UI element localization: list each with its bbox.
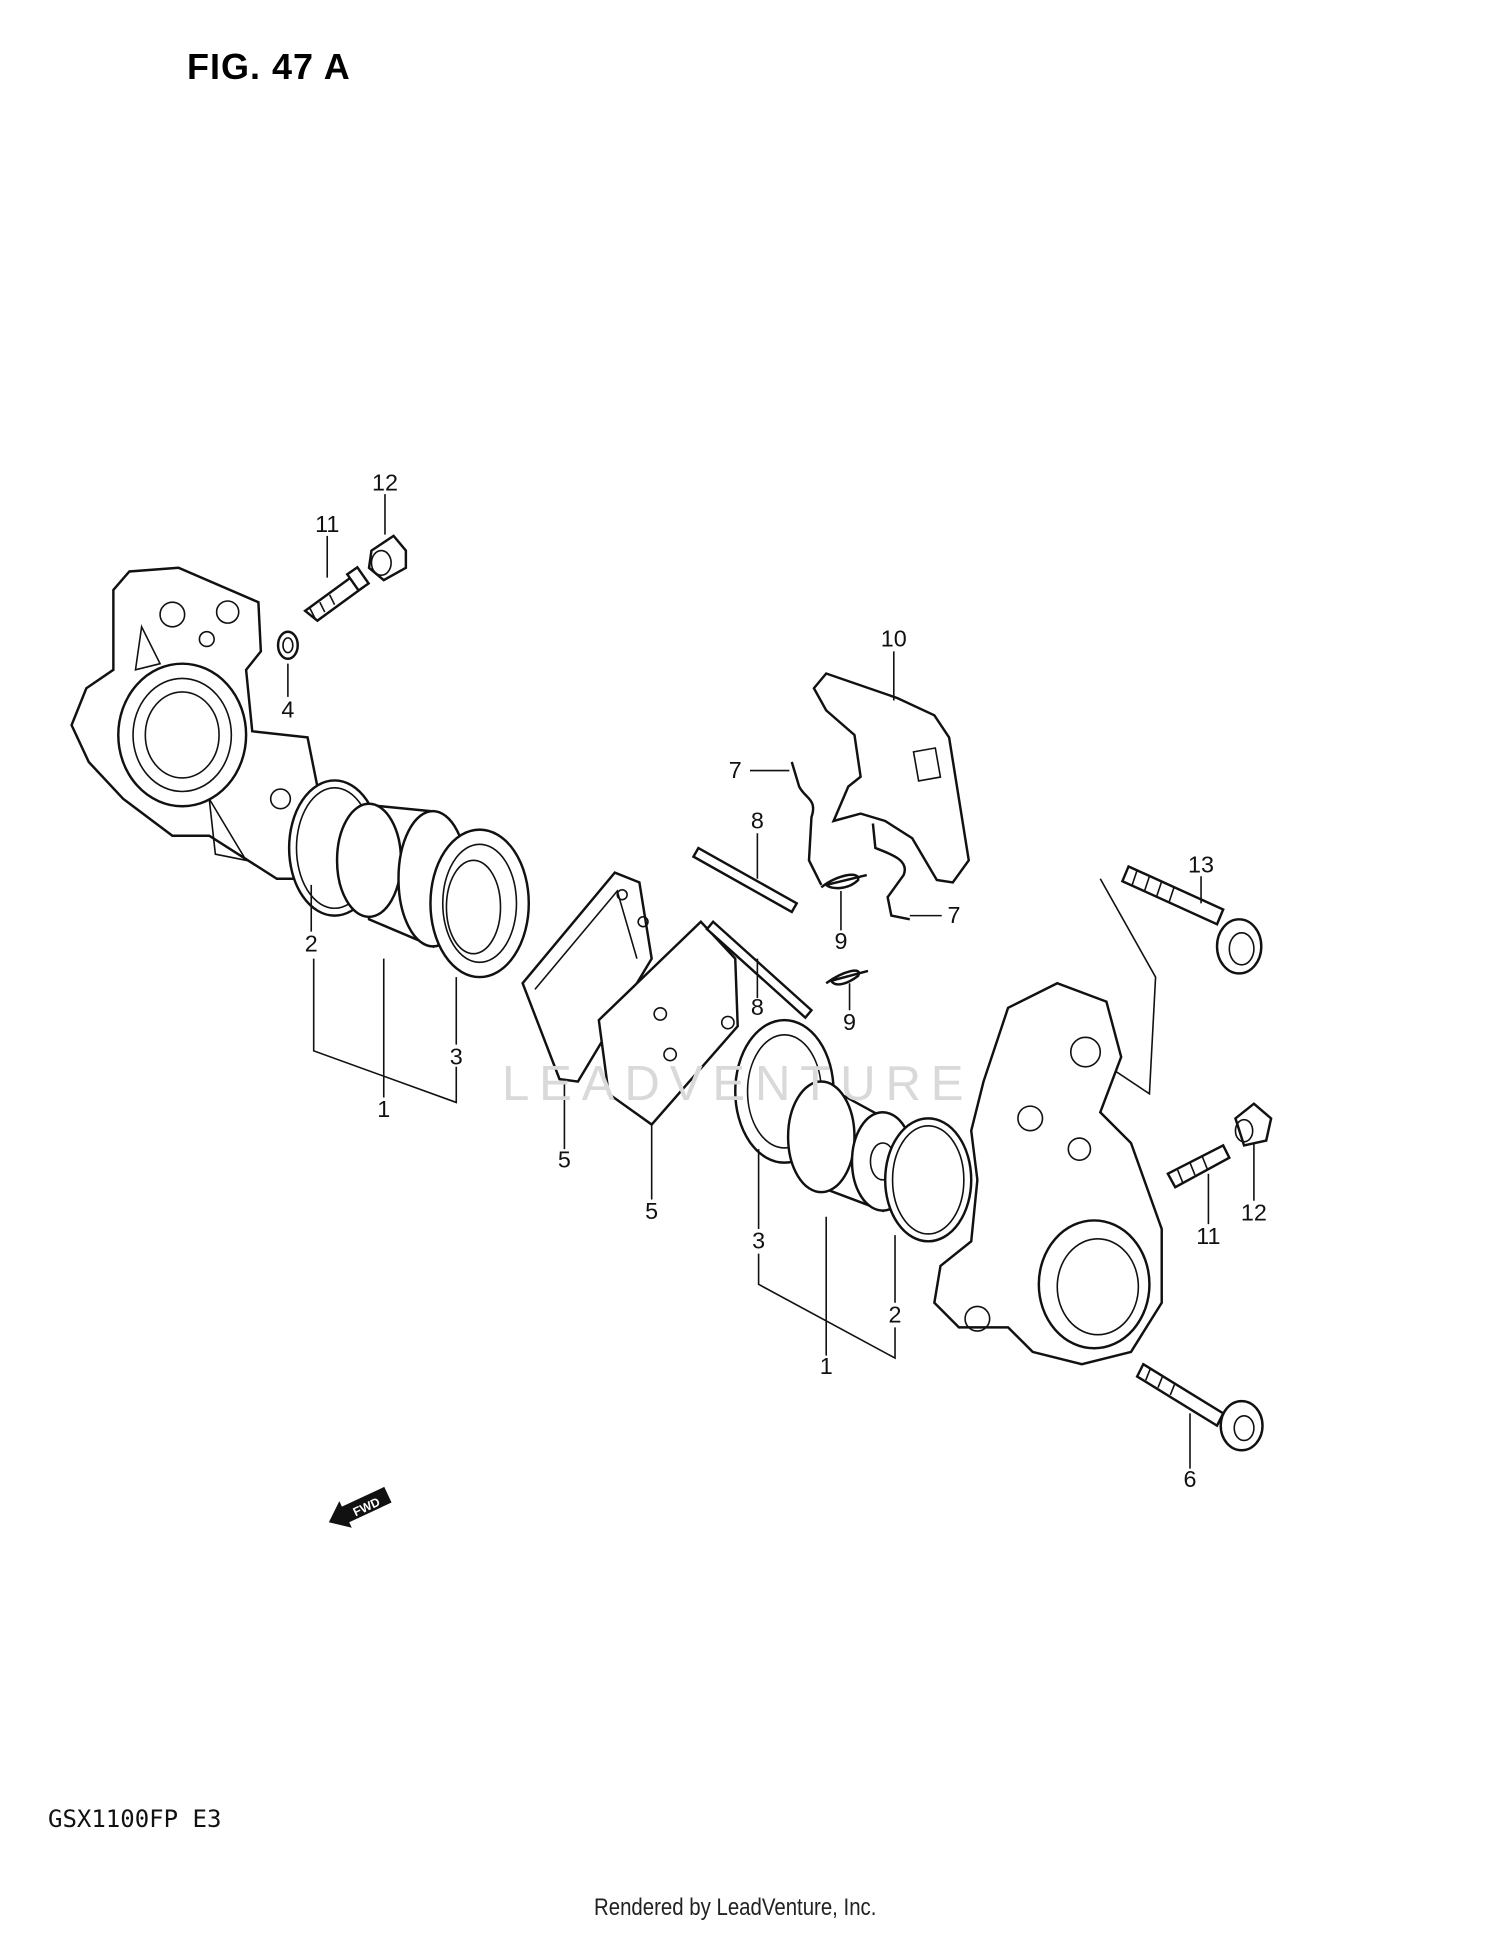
right-caliper-body: [933, 981, 1163, 1366]
pad-retainer-plate: [812, 672, 971, 884]
pin-clip-lower: [825, 969, 869, 986]
forward-arrow-icon: FWD: [328, 1486, 392, 1528]
right-piston-seal: [883, 1117, 973, 1243]
figure-title: FIG. 47 A: [187, 46, 351, 87]
render-credit: Rendered by LeadVenture, Inc.: [594, 1894, 877, 1921]
pad-spring-right: [871, 823, 911, 921]
left-caliper-body: [70, 566, 319, 880]
pad-pin-upper: [691, 846, 799, 914]
callout-12: 12: [1241, 1199, 1267, 1225]
left-bleeder-cap: [367, 534, 408, 582]
model-code: GSX1100FP E3: [48, 1805, 222, 1833]
callout-5: 5: [558, 1147, 571, 1173]
brake-pad-outer: [521, 871, 653, 1083]
bolt-alignment-line: [1093, 878, 1157, 1096]
callout-13: 13: [1188, 852, 1214, 878]
right-bleeder-valve: [1166, 1143, 1231, 1189]
pad-spring-left: [790, 761, 823, 886]
callout-9: 9: [834, 928, 847, 954]
left-dust-boot: [429, 828, 531, 979]
callout-11: 11: [315, 511, 339, 537]
callout-12: 12: [372, 469, 398, 495]
callout-3: 3: [752, 1228, 765, 1254]
callout-11: 11: [1196, 1223, 1220, 1249]
callout-5: 5: [645, 1198, 658, 1224]
pad-pin-lower: [705, 919, 814, 1020]
left-washer: [276, 630, 299, 660]
fwd-label: FWD: [351, 1495, 382, 1520]
right-bleeder-cap: [1234, 1102, 1273, 1147]
callout-4: 4: [281, 697, 294, 723]
mounting-bolt-lower: [1135, 1362, 1264, 1452]
callout-labels: 12 11 4 10 7 8 9 7 8 9 13 2 1 3 5 5 3 2 …: [281, 469, 1266, 1492]
brake-pad-inner: [597, 920, 739, 1127]
callout-7: 7: [729, 757, 742, 783]
right-piston: [786, 1079, 915, 1213]
callout-9: 9: [843, 1009, 856, 1035]
left-bleeder-valve: [303, 565, 371, 623]
callout-2: 2: [305, 930, 318, 956]
callout-1: 1: [820, 1353, 833, 1379]
watermark: LEADVENTURE: [502, 1056, 973, 1111]
callout-3: 3: [450, 1043, 463, 1069]
callout-8: 8: [751, 807, 764, 833]
callout-6: 6: [1183, 1466, 1196, 1492]
leader-lines: [287, 494, 1255, 1469]
callout-8: 8: [751, 994, 764, 1020]
callout-2: 2: [889, 1301, 902, 1327]
callout-1: 1: [377, 1096, 390, 1122]
callout-7: 7: [948, 902, 961, 928]
callout-10: 10: [881, 625, 907, 651]
pin-clip-upper: [820, 873, 868, 890]
mounting-bolt-upper: [1120, 864, 1263, 975]
